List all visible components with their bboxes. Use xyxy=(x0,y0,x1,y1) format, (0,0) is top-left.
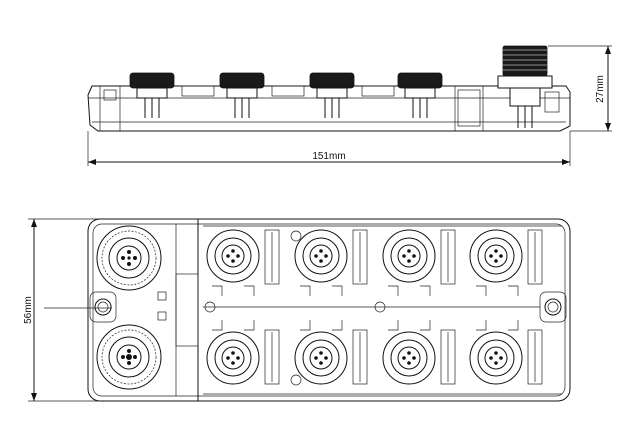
top-view: 56mm xyxy=(23,218,571,402)
height-dimension-label: 27mm xyxy=(595,75,606,103)
mounting-hole-right xyxy=(539,291,567,323)
feed-connector-top xyxy=(96,225,162,291)
length-dimension xyxy=(87,131,571,166)
port-connector-2 xyxy=(294,229,348,283)
port-connector-1 xyxy=(206,229,260,283)
height-dimension xyxy=(548,45,612,132)
side-view: 27mm 151mm xyxy=(87,45,612,166)
label-brackets xyxy=(203,285,540,331)
width-dimension xyxy=(28,218,112,402)
port-connector-4 xyxy=(469,229,523,283)
side-connector-3 xyxy=(309,72,355,118)
side-connector-4 xyxy=(397,72,443,118)
length-dimension-label: 151mm xyxy=(312,151,345,162)
port-connector-3 xyxy=(382,229,436,283)
side-connector-1 xyxy=(129,72,175,118)
port-connector-5 xyxy=(206,331,260,385)
port-connector-8 xyxy=(469,331,523,385)
side-connector-2 xyxy=(219,72,265,118)
port-connector-7 xyxy=(382,331,436,385)
side-feed-connector xyxy=(497,45,560,128)
feed-connector-bottom xyxy=(96,324,162,390)
mounting-hole-left xyxy=(89,291,117,323)
port-connector-6 xyxy=(294,331,348,385)
led-windows xyxy=(264,229,543,385)
width-dimension-label: 56mm xyxy=(23,296,34,324)
